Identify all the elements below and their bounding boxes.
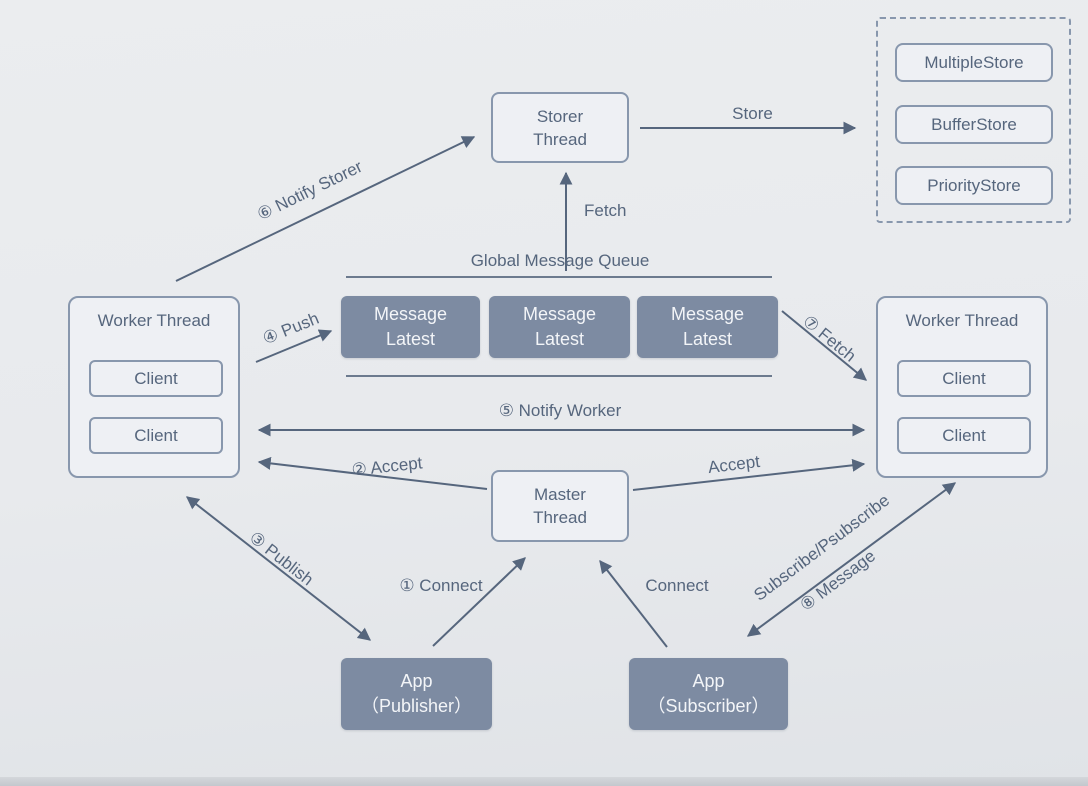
node-app-subscriber: App （Subscriber） — [629, 658, 788, 730]
edge-label-accept-left: ② Accept — [350, 453, 424, 480]
client-left-1-label: Client — [134, 369, 178, 388]
edge-label-accept-right: Accept — [706, 451, 761, 478]
app-publisher-line1: App — [400, 671, 433, 691]
queue-title: Global Message Queue — [470, 251, 650, 270]
message-latest-3-line1: Message — [670, 304, 745, 324]
worker-right-label: Worker Thread — [905, 311, 1019, 330]
master-thread-line2: Thread — [533, 508, 587, 527]
storer-thread-line2: Thread — [533, 129, 587, 149]
edge-label-fetch-storer: Fetch — [584, 201, 627, 220]
node-master-thread: Master Thread — [491, 470, 629, 542]
store-types-group: MultipleStore BufferStore PriorityStore — [876, 17, 1071, 223]
arrow-connect-left — [432, 557, 526, 647]
node-worker-thread-left: Worker Thread Client Client — [68, 296, 240, 478]
priority-store-label: PriorityStore — [927, 176, 1021, 195]
node-priority-store: PriorityStore — [895, 166, 1053, 205]
storer-thread-line1: Storer — [536, 106, 584, 126]
node-message-latest-2: Message Latest — [489, 296, 630, 358]
node-client-left-2: Client — [89, 417, 223, 454]
edge-label-store: Store — [732, 104, 773, 123]
app-subscriber-line1: App — [692, 671, 725, 691]
node-message-latest-3: Message Latest — [637, 296, 778, 358]
edge-label-notify-storer: ⑥ Notify Storer — [254, 156, 366, 225]
node-buffer-store: BufferStore — [895, 105, 1053, 144]
client-left-2-label: Client — [134, 426, 178, 445]
node-multiple-store: MultipleStore — [895, 43, 1053, 82]
client-right-2-label: Client — [942, 426, 986, 445]
node-app-publisher: App （Publisher） — [341, 658, 492, 730]
edge-label-push: ④ Push — [260, 308, 322, 349]
edge-label-notify-worker: ⑤ Notify Worker — [498, 401, 622, 420]
app-subscriber-line2: （Subscriber） — [647, 696, 770, 716]
queue-top-rule — [346, 276, 772, 278]
edge-label-connect-right: Connect — [645, 576, 709, 595]
edge-label-publish: ③ Publish — [245, 527, 317, 590]
slide-edge-shadow — [0, 777, 1088, 786]
buffer-store-label: BufferStore — [931, 115, 1017, 134]
message-latest-1-line1: Message — [373, 304, 448, 324]
multiple-store-label: MultipleStore — [924, 53, 1024, 72]
message-latest-3-line2: Latest — [682, 329, 733, 349]
node-message-latest-1: Message Latest — [341, 296, 480, 358]
queue-bottom-rule — [346, 375, 772, 377]
client-right-1-label: Client — [942, 369, 986, 388]
arrow-connect-right — [599, 559, 668, 648]
edge-label-fetch-worker: ⑦ Fetch — [799, 311, 860, 366]
node-client-left-1: Client — [89, 360, 223, 397]
message-latest-2-line1: Message — [522, 304, 597, 324]
worker-left-label: Worker Thread — [97, 311, 211, 330]
master-thread-line1: Master — [534, 485, 586, 504]
node-worker-thread-right: Worker Thread Client Client — [876, 296, 1048, 478]
edge-label-connect-left: ① Connect — [399, 576, 483, 595]
node-client-right-2: Client — [897, 417, 1031, 454]
message-latest-2-line2: Latest — [534, 329, 585, 349]
node-client-right-1: Client — [897, 360, 1031, 397]
node-storer-thread: Storer Thread — [491, 92, 629, 163]
message-latest-1-line2: Latest — [385, 329, 436, 349]
app-publisher-line2: （Publisher） — [360, 696, 473, 716]
